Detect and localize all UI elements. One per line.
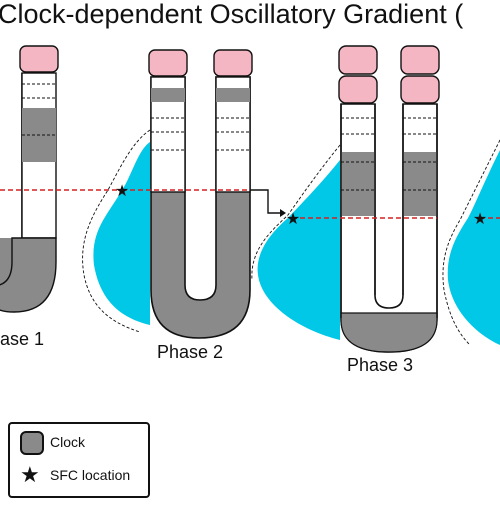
phase-1-sfc-star: ★ bbox=[115, 183, 129, 200]
phase-3-clock-right bbox=[403, 152, 437, 216]
phase-3-embryo: ★ bbox=[286, 45, 440, 353]
phase-1-gradient-outline bbox=[82, 129, 151, 333]
phase-3-clock-bottom bbox=[340, 312, 438, 353]
phase-3-tail-bud-right-top bbox=[400, 45, 440, 75]
phase-2-tail-bud-right bbox=[213, 49, 253, 77]
phase-1-tail-bud bbox=[19, 45, 59, 73]
phase-3-gradient-outline bbox=[442, 139, 500, 346]
shift-arrow bbox=[250, 189, 280, 214]
phase-1-embryo bbox=[0, 45, 122, 313]
legend: Clock ★ SFC location bbox=[8, 422, 150, 498]
clock-legend-icon bbox=[20, 431, 44, 455]
phase-2-tail-bud-left bbox=[148, 49, 188, 77]
phase-2-clock-right bbox=[216, 88, 250, 102]
phase-3-sfc-star: ★ bbox=[473, 211, 487, 228]
phase-2-gradient-outline bbox=[251, 144, 341, 281]
sfc-legend-label: SFC location bbox=[50, 467, 131, 483]
phase-2-sfc-star: ★ bbox=[286, 211, 300, 228]
phase-2-embryo: ★ bbox=[115, 49, 253, 339]
clock-legend-label: Clock bbox=[50, 434, 86, 450]
phase-3-clock-left bbox=[341, 152, 375, 216]
phase-3-tail-bud-right-bottom bbox=[400, 75, 440, 104]
phase-2-clock-left bbox=[151, 88, 185, 102]
shift-arrow-head bbox=[280, 209, 286, 217]
phase-1-label-text: Phase 1 bbox=[0, 329, 45, 349]
phase-1-gradient bbox=[93, 142, 150, 325]
phase-2-label: Phase 2 bbox=[157, 342, 224, 362]
phase-3-tail-bud-left-bottom bbox=[338, 75, 378, 104]
star-icon: ★ bbox=[20, 462, 40, 487]
phase-1-label: Phase 1 bbox=[0, 328, 44, 350]
phase-1-u-bottom bbox=[0, 237, 57, 313]
phase-3-tail-bud-left-top bbox=[338, 45, 378, 75]
phase-3-gradient bbox=[447, 150, 500, 345]
phase-2-gradient bbox=[257, 160, 340, 340]
phase-3-label: Phase 3 bbox=[347, 355, 414, 375]
diagram-title: Clock-dependent Oscillatory Gradient ( bbox=[0, 0, 464, 29]
